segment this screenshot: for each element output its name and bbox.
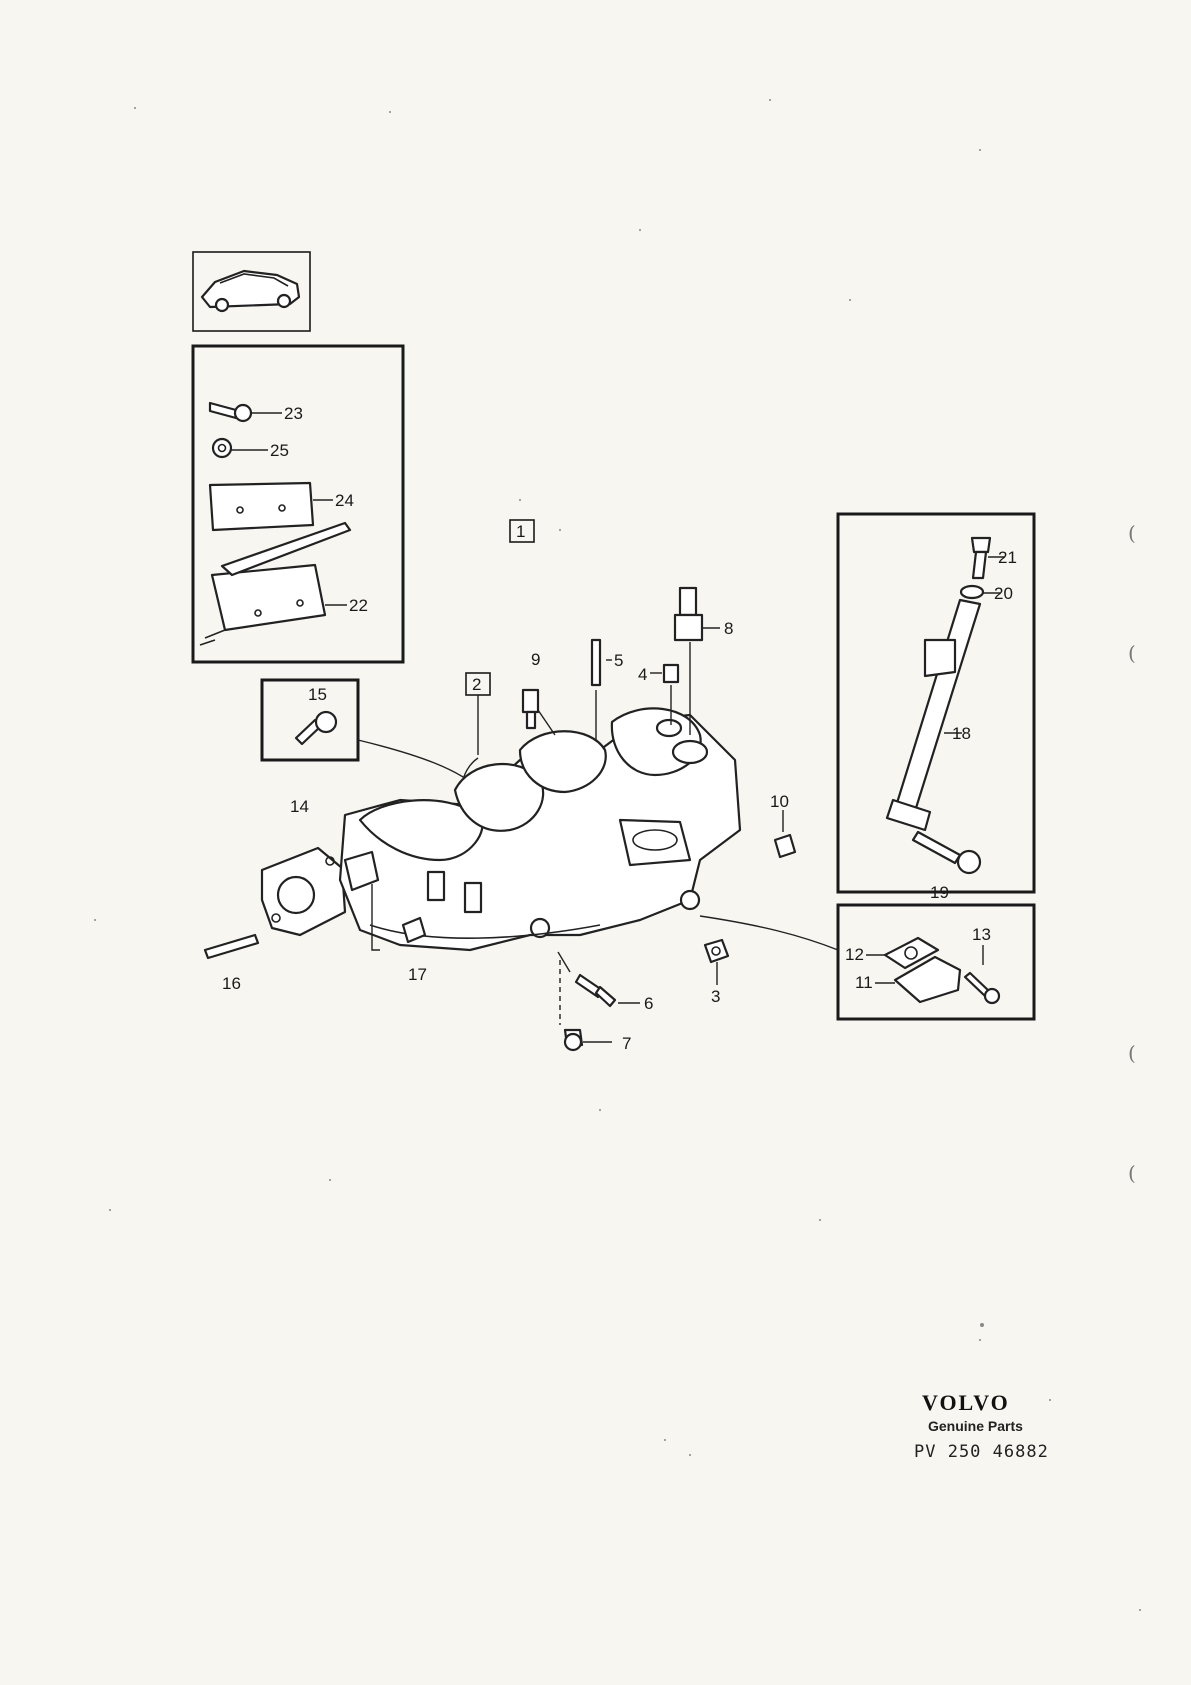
callout-23: 23: [284, 404, 303, 423]
callout-24: 24: [335, 491, 354, 510]
nut-17: [401, 916, 427, 944]
switch-22: [199, 521, 352, 646]
sensor-9: [521, 688, 556, 736]
car-thumbnail-box: [192, 251, 311, 332]
callout-8: 8: [724, 619, 733, 638]
callout-4: 4: [638, 665, 647, 684]
callout-10: 10: [770, 792, 789, 811]
callout-labels: 1 2 3 4 5 6 7 8 9 10 11 12 13 14 15 16 1…: [222, 404, 1017, 1053]
inset-box-switch: [191, 344, 405, 664]
washer-20: [959, 584, 1000, 600]
svg-text:(: (: [1128, 1041, 1136, 1065]
bolt-13: [963, 945, 1001, 1005]
plug-10: [773, 810, 797, 859]
ref-box-1: [509, 519, 535, 543]
callout-22: 22: [349, 596, 368, 615]
callout-13: 13: [972, 925, 991, 944]
callout-5: 5: [614, 651, 623, 670]
bolt-7: [559, 960, 612, 1052]
callout-1: 1: [516, 522, 525, 541]
callout-11: 11: [855, 973, 873, 992]
callout-16: 16: [222, 974, 241, 993]
sensor-6: [557, 951, 640, 1008]
brand-subtitle: Genuine Parts: [928, 1418, 1023, 1434]
callout-15: 15: [308, 685, 327, 704]
inset-box-pipe: [836, 512, 1036, 894]
callout-3: 3: [711, 987, 720, 1006]
callout-21: 21: [998, 548, 1017, 567]
callout-25: 25: [270, 441, 289, 460]
svg-text:(: (: [1128, 1161, 1136, 1185]
svg-text:(: (: [1128, 641, 1136, 665]
stud-16: [203, 884, 380, 960]
nut-3: [703, 938, 730, 985]
nipple-8: [673, 586, 720, 735]
gasket-12: [866, 936, 940, 970]
callout-6: 6: [644, 994, 653, 1013]
pipe-18: [885, 598, 982, 832]
callout-17: 17: [408, 965, 427, 984]
fitting-4: [650, 663, 680, 725]
callout-12: 12: [845, 945, 864, 964]
screw-23: [208, 401, 282, 423]
callout-18: 18: [952, 724, 971, 743]
brand-block: VOLVO Genuine Parts PV 250 46882: [914, 1390, 1049, 1462]
brand-logo: VOLVO: [922, 1390, 1010, 1415]
callout-7: 7: [622, 1034, 631, 1053]
diagram-code: PV 250 46882: [914, 1442, 1049, 1462]
stud-5: [590, 638, 612, 740]
bolt-19: [911, 830, 982, 875]
plate-24: [208, 481, 333, 532]
edge-marks: ( ( ( (: [1128, 521, 1136, 1185]
callout-14: 14: [290, 797, 309, 816]
inset-box-flange: [699, 903, 1036, 1021]
callout-20: 20: [994, 584, 1013, 603]
callout-19: 19: [930, 883, 949, 902]
bolt-21: [970, 536, 1005, 580]
svg-text:(: (: [1128, 521, 1136, 545]
intake-manifold: [260, 707, 742, 952]
inset-box-bolt-15: [260, 678, 481, 791]
scan-specks: [94, 99, 1141, 1611]
washer-25: [211, 437, 268, 459]
callout-2: 2: [472, 675, 481, 694]
flange-11: [875, 955, 962, 1004]
car-thumbnail-icon: [200, 269, 301, 313]
callout-9: 9: [531, 650, 540, 669]
